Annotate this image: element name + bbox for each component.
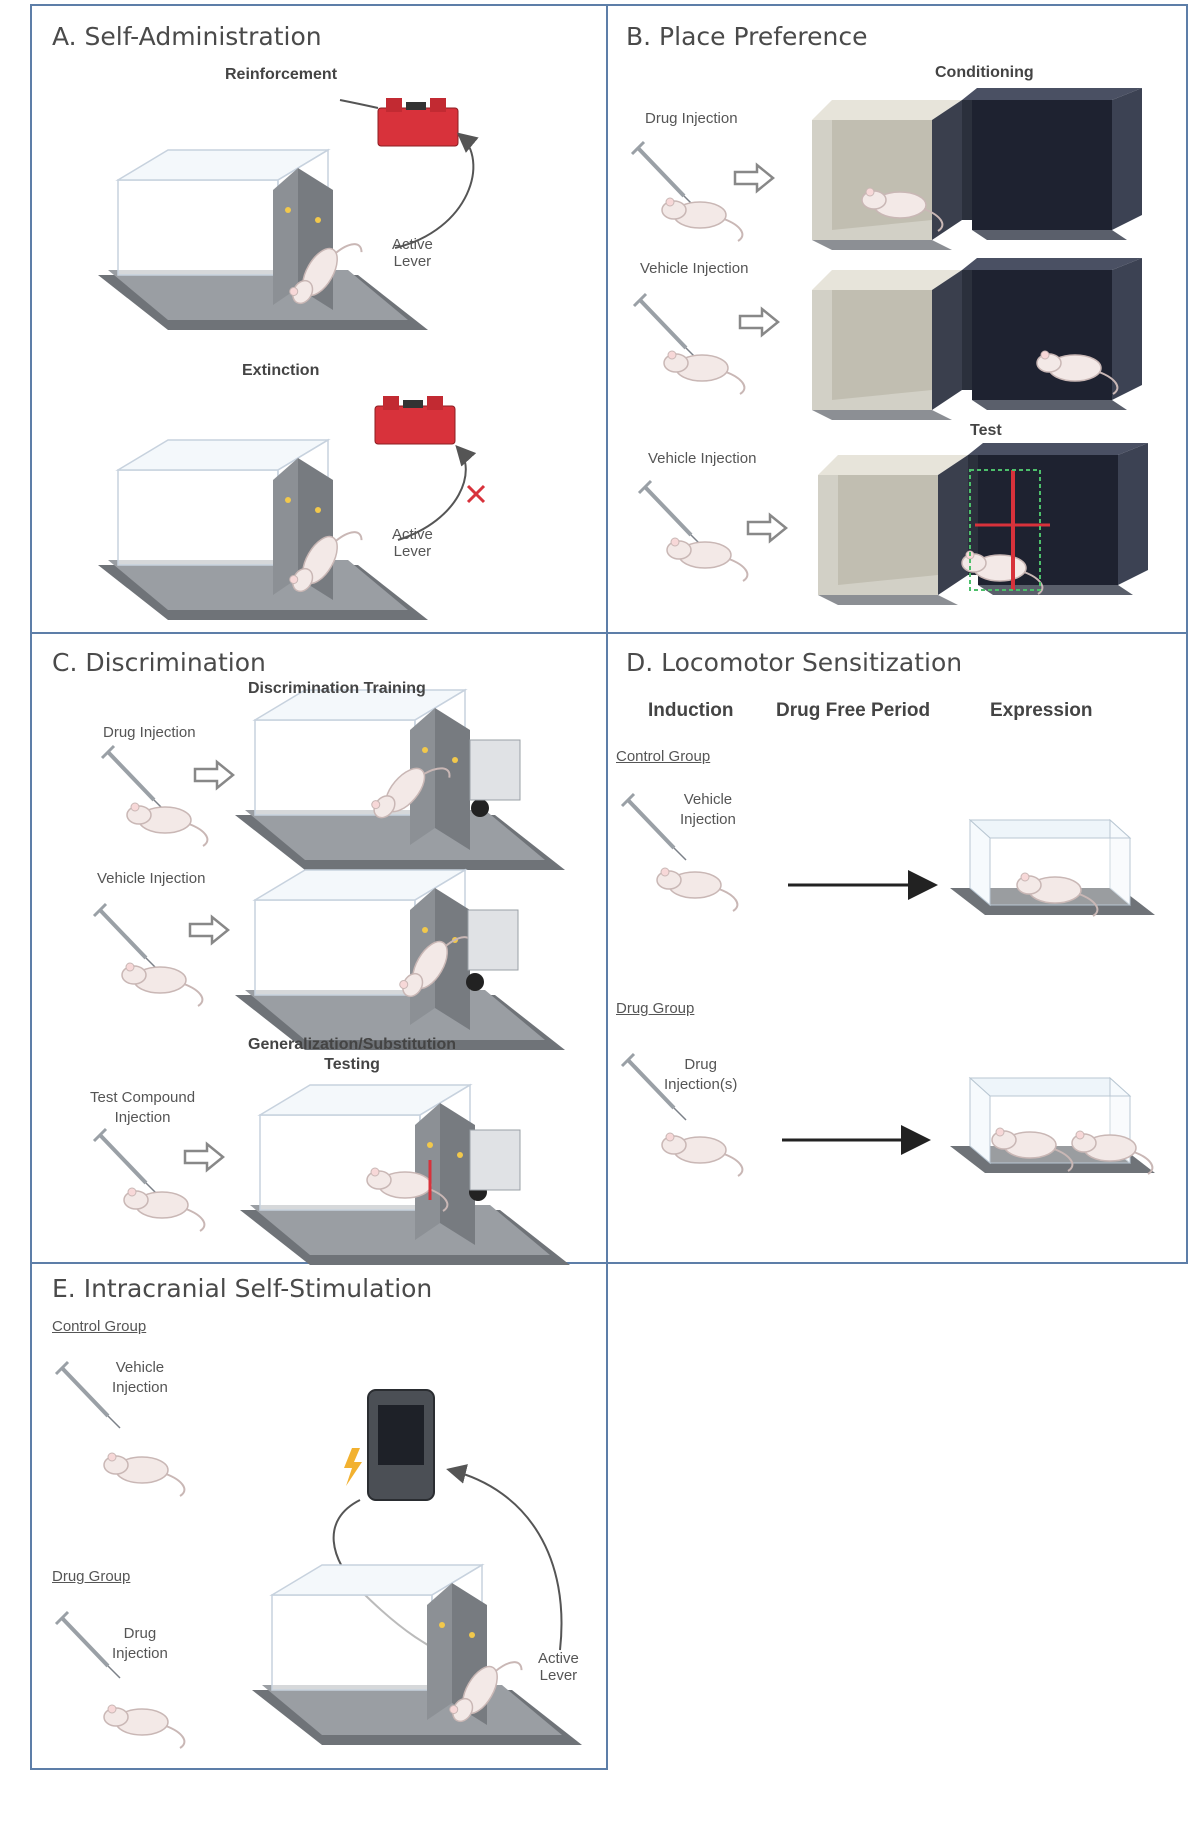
dd-training-drug [100,689,566,871]
vehicle-injection-label: Vehicle Injection [640,260,749,277]
drug-free-period-header: Drug Free Period [776,700,931,721]
vehicle-injection-label: Vehicle Injection [112,1359,168,1396]
drug-injections-label: Drug Injection(s) [664,1056,738,1093]
test-label: Test [970,422,1002,439]
conditioning-label: Conditioning [935,64,1034,81]
active-lever-label: Active Lever [538,1650,579,1684]
drug-injection-label: Drug Injection [103,724,196,741]
control-group-label: Control Group [52,1318,147,1335]
drug-injection-label: Drug Injection [645,110,738,127]
cpp-test-row [637,443,1148,605]
vehicle-injection-label: Vehicle Injection [680,791,736,828]
stimulator-device [367,1389,435,1501]
generalization-testing-label: Generalization/Substitution Testing [248,1036,457,1073]
sa-reinforcement-chamber [97,149,429,331]
panel-c-title: C. Discrimination [52,648,266,677]
vehicle-injection-label: Vehicle Injection [648,450,757,467]
panel-d-title: D. Locomotor Sensitization [626,648,963,677]
drug-group-label: Drug Group [52,1568,131,1585]
control-group-label: Control Group [616,748,711,765]
syringe-pump-icon [377,97,459,147]
induction-header: Induction [648,700,734,721]
vehicle-injection-label: Vehicle Injection [97,870,206,887]
expression-header: Expression [990,700,1093,721]
sa-feedback-arrow [394,132,479,249]
active-lever-label: Active Lever [392,236,433,270]
panel-b-title: B. Place Preference [626,22,868,51]
reinforcement-label: Reinforcement [225,66,338,83]
active-lever-label: Active Lever [392,526,433,560]
dd-generalization-test [92,1084,571,1266]
ls-control-row [620,792,1156,917]
drug-group-label: Drug Group [616,1000,695,1017]
ls-drug-row [620,1052,1156,1177]
sa-extinction-arrow [397,445,477,541]
drug-injection-label: Drug Injection [112,1625,168,1662]
icss-chamber [251,1564,583,1746]
blocked-x-icon [466,484,486,504]
extinction-label: Extinction [242,362,320,379]
test-compound-injection-label: Test Compound Injection [90,1089,196,1126]
cpp-vehicle-row [632,258,1142,420]
sa-extinction-chamber [97,439,429,621]
discrimination-training-label: Discrimination Training [248,680,426,697]
dd-training-vehicle [92,869,566,1051]
syringe-pump-icon [374,395,456,445]
panel-e-title: E. Intracranial Self-Stimulation [52,1274,433,1303]
ise-feedback-arrow [446,1464,563,1651]
panel-a-title: A. Self-Administration [52,22,322,51]
lightning-icon [344,1448,362,1486]
